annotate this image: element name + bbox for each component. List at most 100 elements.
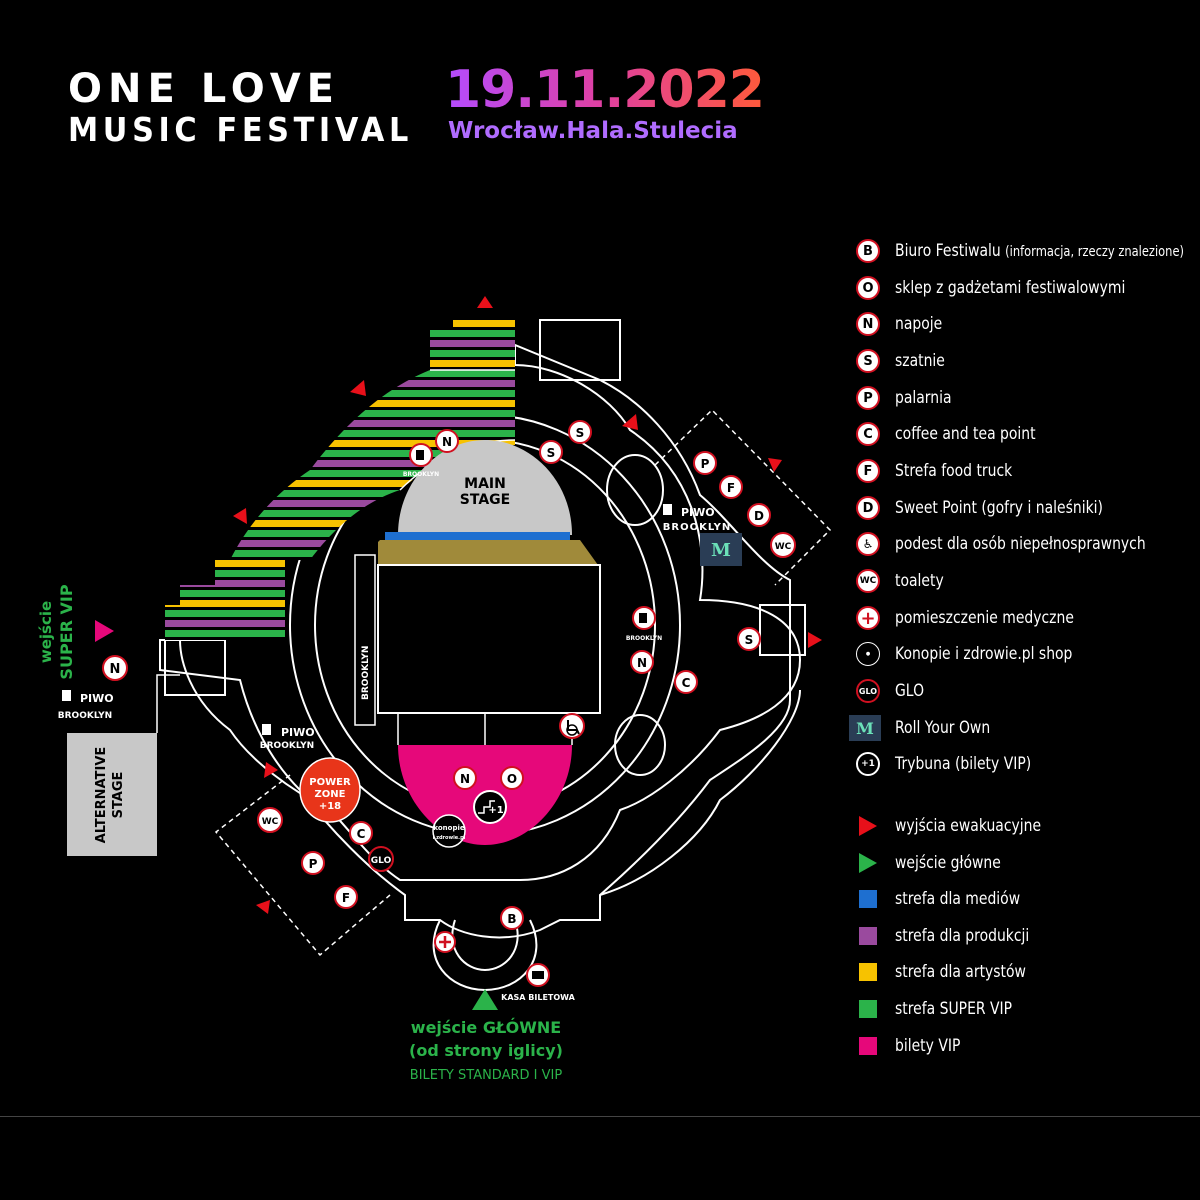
svg-text:S: S (547, 446, 556, 460)
marker-kasa (526, 963, 550, 987)
evac-top (477, 296, 493, 308)
legend-label: szatnie (895, 351, 945, 371)
marker-shop-vip: O (500, 766, 524, 790)
legend-label: wyjścia ewakuacyjne (895, 816, 1042, 836)
roll-your-own-map-logo (700, 533, 742, 566)
legend-label: coffee and tea point (895, 424, 1036, 444)
legend-item: + pomieszczenie medyczne (855, 603, 1113, 633)
super-vip-stands (165, 320, 515, 640)
piwo-left: PIWO (281, 726, 315, 739)
brooklyn-left: BROOKLYN (260, 741, 314, 751)
festival-title-line1: ONE LOVE (68, 66, 341, 112)
svg-text:GLO: GLO (371, 856, 392, 866)
wheelchair-icon: ♿ (856, 532, 880, 556)
festival-title-line2: MUSIC FESTIVAL (68, 110, 413, 149)
svg-text:F: F (342, 891, 350, 905)
marker-biuro: B (500, 906, 524, 930)
d-marker-icon: D (856, 496, 880, 520)
svg-text:P: P (701, 457, 710, 471)
marker-szatnie-2: S (568, 420, 592, 444)
glo-icon: GLO (856, 679, 880, 703)
marker-glo: GLO (368, 846, 394, 872)
map-markers: N S S P F D WC S N C N N O WC C GLO P F … (102, 420, 796, 987)
alternative-stage (67, 733, 157, 856)
marker-napoje-vip: N (453, 766, 477, 790)
main-entrance-label-2: (od strony iglicy) (409, 1041, 563, 1060)
n-marker-icon: N (856, 312, 880, 336)
b-marker-icon: B (856, 239, 880, 263)
marker-napoje-left: N (102, 655, 128, 681)
legend-label: strefa dla mediów (895, 889, 1021, 909)
legend-label: pomieszczenie medyczne (895, 608, 1074, 628)
legend-label: palarnia (895, 388, 952, 408)
power-zone-label-2: ZONE (315, 789, 346, 800)
color-swatch-icon (859, 927, 877, 945)
left-food-zone (214, 774, 391, 957)
legend-item: wejście główne (855, 848, 1024, 878)
svg-text:i zdrowie.pl: i zdrowie.pl (433, 835, 466, 841)
konopie-logo-icon: ● (856, 642, 880, 666)
footer-divider (0, 1116, 1200, 1117)
svg-text:WC: WC (262, 817, 279, 827)
standing-floor (377, 564, 601, 714)
marker-napoje-top: N (435, 429, 459, 453)
legend-item: bilety VIP (855, 1031, 975, 1061)
legend-label: wejście główne (895, 853, 1001, 873)
s-marker-icon: S (856, 349, 880, 373)
svg-text:C: C (682, 676, 691, 690)
svg-text:N: N (110, 662, 121, 677)
power-zone (299, 757, 361, 823)
legend-label: strefa dla artystów (895, 962, 1026, 982)
legend-label: napoje (895, 314, 943, 334)
svg-text:konopie: konopie (433, 824, 464, 832)
medical-cross-icon: + (856, 606, 880, 630)
alt-stage-label-1: ALTERNATIVE (94, 747, 109, 844)
legend-label: Roll Your Own (895, 718, 991, 738)
o-marker-icon: O (856, 276, 880, 300)
legend-item: strefa dla mediów (855, 884, 1048, 914)
svg-text:B: B (507, 912, 516, 926)
svg-text:N: N (460, 772, 470, 786)
legend-item: strefa dla produkcji (855, 921, 1059, 951)
wc-marker-icon: WC (856, 569, 880, 593)
marker-medical (434, 931, 456, 953)
green-triangle-icon (859, 853, 877, 873)
svg-text:WC: WC (775, 542, 792, 552)
legend-label: Trybuna (bilety VIP) (895, 754, 1032, 774)
tribune-icon: +1 (856, 752, 880, 776)
super-vip-label-1: wejście (37, 601, 55, 663)
power-zone-label-1: POWER (309, 777, 351, 788)
legend-item: strefa SUPER VIP (855, 994, 1038, 1024)
kasa-label: KASA BILETOWA (501, 993, 575, 1002)
legend-label: bilety VIP (895, 1036, 961, 1056)
svg-text:M: M (711, 540, 731, 561)
marker-napoje-right: N (630, 650, 654, 674)
legend-label: strefa SUPER VIP (895, 999, 1013, 1019)
marker-konopie: konopie i zdrowie.pl (432, 814, 466, 848)
brooklyn-right-2: BROOKLYN (663, 522, 732, 533)
marker-coffee-right: C (674, 670, 698, 694)
legend-label: toalety (895, 571, 944, 591)
marker-szatnie-right: S (737, 627, 761, 651)
roll-your-own-logo-icon: M (849, 715, 881, 741)
marker-food-right: F (719, 475, 743, 499)
legend-item: ●Konopie i zdrowie.pl shop (855, 639, 1111, 669)
svg-text:C: C (357, 827, 366, 841)
svg-text:O: O (507, 772, 517, 786)
svg-text:P: P (309, 857, 318, 871)
p-marker-icon: P (856, 386, 880, 410)
legend-label: Strefa food truck (895, 461, 1013, 481)
svg-text:S: S (576, 426, 585, 440)
legend-label: strefa dla produkcji (895, 926, 1030, 946)
svg-text:F: F (727, 481, 735, 495)
main-stage-label-1: MAIN (464, 476, 506, 492)
legend-item: M Roll Your Own (849, 713, 1011, 743)
svg-text:D: D (754, 509, 764, 523)
